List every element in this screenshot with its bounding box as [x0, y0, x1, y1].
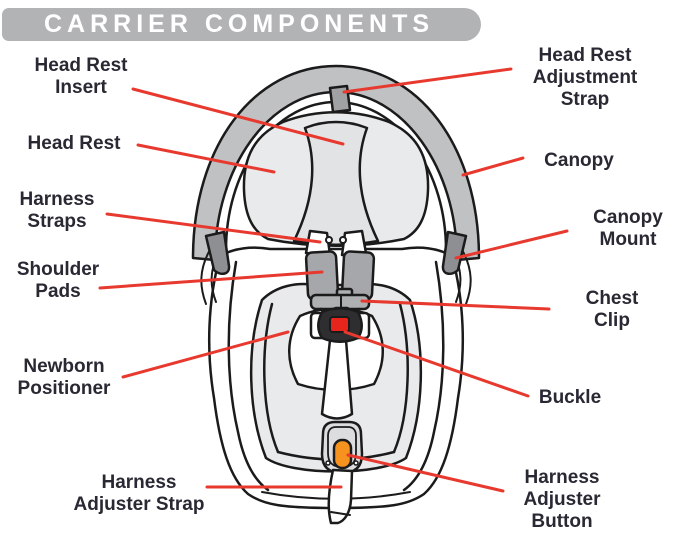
leader-line-buckle: [343, 330, 530, 398]
label-canopy-mount: Canopy Mount: [593, 207, 663, 250]
leader-line-canopy-mount: [454, 229, 569, 260]
leader-line-harness-straps: [105, 212, 322, 244]
canopy-shape: [191, 64, 481, 262]
canopy-mount-left-shape: [204, 230, 231, 275]
harness-strap-right: [340, 229, 368, 257]
label-chest-clip: Chest Clip: [585, 288, 639, 331]
label-canopy: Canopy: [544, 150, 614, 171]
label-head-rest: Head Rest: [27, 133, 121, 154]
leader-line-harness-adjuster-button: [346, 453, 505, 493]
label-buckle: Buckle: [538, 387, 602, 408]
strap-loop-left: [325, 236, 333, 244]
label-newborn-positioner: Newborn Positioner: [17, 356, 111, 399]
leader-lines: [98, 67, 569, 493]
head-rest-adjustment-strap-shape: [328, 84, 352, 114]
shoulder-pad-left: [304, 250, 340, 301]
label-head-rest-adjustment-strap: Head Rest Adjustment Strap: [532, 45, 638, 110]
leader-line-newborn-positioner: [121, 330, 290, 379]
label-harness-straps: Harness Straps: [19, 189, 95, 232]
section-title: CARRIER COMPONENTS: [44, 10, 435, 38]
label-harness-adjuster-strap: Harness Adjuster Strap: [73, 472, 205, 515]
leader-line-head-rest-insert: [131, 87, 345, 146]
leader-line-head-rest: [136, 143, 276, 174]
adjuster-housing-inner-line: [327, 426, 357, 468]
label-shoulder-pads: Shoulder Pads: [16, 259, 100, 302]
section-title-banner: CARRIER COMPONENTS: [2, 8, 481, 41]
leader-line-canopy: [461, 156, 525, 177]
harness-adjuster-button-shape: [332, 438, 353, 470]
leader-line-shoulder-pads: [98, 270, 324, 290]
housing-screw-right: [353, 460, 359, 466]
leader-line-chest-clip: [360, 299, 551, 311]
label-harness-adjuster-button: Harness Adjuster Button: [523, 467, 601, 532]
canopy-mount-right-shape: [441, 230, 468, 275]
label-head-rest-insert: Head Rest Insert: [34, 55, 128, 98]
housing-screw-left: [325, 460, 331, 466]
crotch-strap: [320, 338, 354, 420]
harness-adjuster-strap-shape: [327, 468, 354, 525]
head-rest-insert-shape: [292, 120, 380, 246]
leader-line-head-rest-adjustment-strap: [342, 67, 513, 94]
buckle-button: [329, 316, 350, 333]
strap-loop-right: [339, 236, 347, 244]
adjuster-strap-fold-line: [330, 511, 351, 516]
